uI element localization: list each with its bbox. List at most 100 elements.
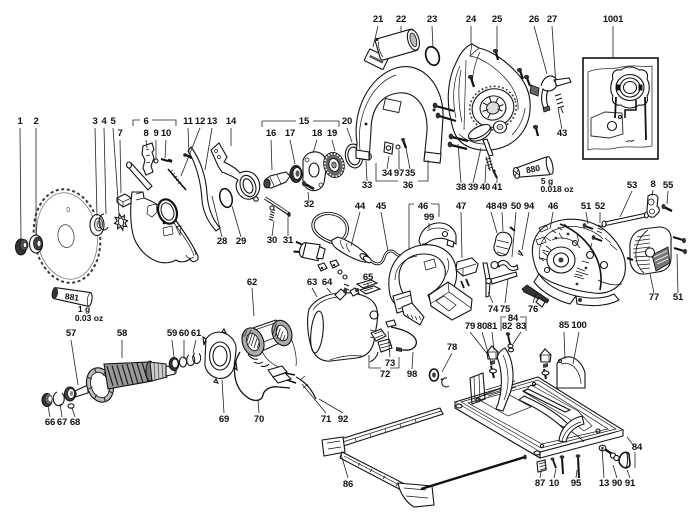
svg-text:81: 81 — [487, 321, 498, 332]
svg-text:40: 40 — [480, 182, 490, 193]
svg-text:4: 4 — [101, 116, 107, 127]
svg-text:30: 30 — [267, 235, 277, 246]
svg-text:78: 78 — [447, 342, 457, 353]
svg-text:880: 880 — [525, 163, 541, 176]
svg-text:62: 62 — [247, 277, 257, 288]
svg-text:5 g: 5 g — [541, 176, 553, 186]
svg-text:50: 50 — [511, 201, 521, 212]
svg-text:39: 39 — [468, 182, 478, 193]
svg-text:11: 11 — [183, 116, 194, 127]
svg-text:60: 60 — [179, 328, 189, 339]
svg-text:38: 38 — [456, 182, 466, 193]
svg-text:57: 57 — [66, 328, 76, 339]
svg-text:84: 84 — [508, 313, 519, 324]
svg-text:25: 25 — [492, 14, 503, 25]
svg-text:91: 91 — [625, 478, 636, 489]
svg-text:55: 55 — [663, 180, 674, 191]
svg-text:32: 32 — [304, 199, 314, 210]
svg-text:27: 27 — [547, 14, 557, 25]
svg-text:24: 24 — [466, 14, 477, 25]
svg-text:5: 5 — [110, 116, 116, 127]
svg-text:17: 17 — [285, 128, 295, 139]
svg-text:12: 12 — [195, 116, 205, 127]
svg-text:2: 2 — [33, 116, 38, 127]
svg-text:21: 21 — [373, 14, 384, 25]
svg-text:0.018 oz: 0.018 oz — [540, 184, 573, 194]
svg-text:45: 45 — [376, 201, 387, 212]
svg-text:76: 76 — [528, 304, 538, 315]
svg-text:70: 70 — [254, 414, 264, 425]
svg-text:58: 58 — [117, 328, 127, 339]
svg-text:8: 8 — [650, 179, 655, 190]
svg-text:53: 53 — [627, 180, 637, 191]
svg-text:8: 8 — [143, 128, 148, 139]
svg-text:59: 59 — [167, 328, 177, 339]
svg-text:35: 35 — [405, 168, 416, 179]
svg-text:48: 48 — [486, 201, 496, 212]
svg-text:19: 19 — [327, 128, 337, 139]
svg-text:41: 41 — [492, 182, 503, 193]
svg-text:33: 33 — [362, 180, 372, 191]
svg-text:15: 15 — [299, 116, 310, 127]
svg-text:90: 90 — [612, 478, 622, 489]
svg-text:44: 44 — [355, 201, 366, 212]
svg-text:13: 13 — [207, 116, 217, 127]
svg-text:46: 46 — [548, 201, 558, 212]
svg-text:65: 65 — [363, 272, 374, 283]
svg-text:95: 95 — [571, 478, 582, 489]
svg-text:3: 3 — [92, 116, 97, 127]
svg-text:97: 97 — [394, 168, 404, 179]
svg-text:66: 66 — [45, 417, 55, 428]
svg-text:23: 23 — [427, 14, 437, 25]
svg-text:74: 74 — [488, 304, 499, 315]
svg-text:71: 71 — [321, 414, 332, 425]
svg-text:29: 29 — [236, 236, 246, 247]
svg-text:61: 61 — [191, 328, 202, 339]
svg-text:68: 68 — [70, 417, 80, 428]
svg-text:881: 881 — [64, 291, 80, 303]
svg-text:14: 14 — [226, 116, 237, 127]
svg-text:16: 16 — [266, 128, 276, 139]
svg-text:6: 6 — [143, 116, 148, 127]
svg-text:0.03 oz: 0.03 oz — [75, 313, 103, 323]
svg-text:26: 26 — [529, 14, 539, 25]
svg-text:10: 10 — [549, 478, 559, 489]
svg-text:34: 34 — [382, 168, 393, 179]
svg-text:72: 72 — [380, 369, 390, 380]
svg-text:82: 82 — [502, 321, 512, 332]
svg-text:77: 77 — [649, 292, 659, 303]
svg-text:67: 67 — [57, 417, 67, 428]
svg-text:47: 47 — [456, 201, 466, 212]
svg-text:49: 49 — [497, 201, 507, 212]
svg-text:43: 43 — [557, 128, 567, 139]
svg-text:80: 80 — [477, 321, 487, 332]
svg-text:86: 86 — [343, 479, 353, 490]
svg-text:100: 100 — [571, 320, 586, 331]
svg-text:1 g: 1 g — [78, 304, 90, 314]
svg-text:22: 22 — [396, 14, 406, 25]
svg-text:84: 84 — [632, 442, 643, 453]
svg-text:18: 18 — [312, 128, 322, 139]
svg-text:87: 87 — [535, 478, 545, 489]
svg-text:51: 51 — [581, 201, 592, 212]
svg-text:13: 13 — [599, 478, 609, 489]
svg-text:98: 98 — [407, 369, 417, 380]
svg-text:92: 92 — [338, 414, 348, 425]
svg-text:75: 75 — [500, 304, 511, 315]
svg-text:83: 83 — [516, 321, 526, 332]
svg-text:73: 73 — [385, 358, 395, 369]
svg-text:79: 79 — [465, 321, 475, 332]
svg-text:51: 51 — [673, 292, 684, 303]
svg-text:52: 52 — [595, 201, 605, 212]
svg-text:31: 31 — [283, 235, 294, 246]
svg-text:9: 9 — [153, 128, 158, 139]
svg-text:94: 94 — [524, 201, 535, 212]
svg-text:63: 63 — [307, 277, 317, 288]
svg-text:46: 46 — [418, 201, 428, 212]
svg-text:20: 20 — [342, 116, 352, 127]
svg-text:99: 99 — [424, 212, 434, 223]
svg-text:36: 36 — [403, 180, 413, 191]
svg-text:1: 1 — [17, 116, 23, 127]
svg-text:85: 85 — [559, 320, 570, 331]
svg-text:28: 28 — [217, 236, 227, 247]
